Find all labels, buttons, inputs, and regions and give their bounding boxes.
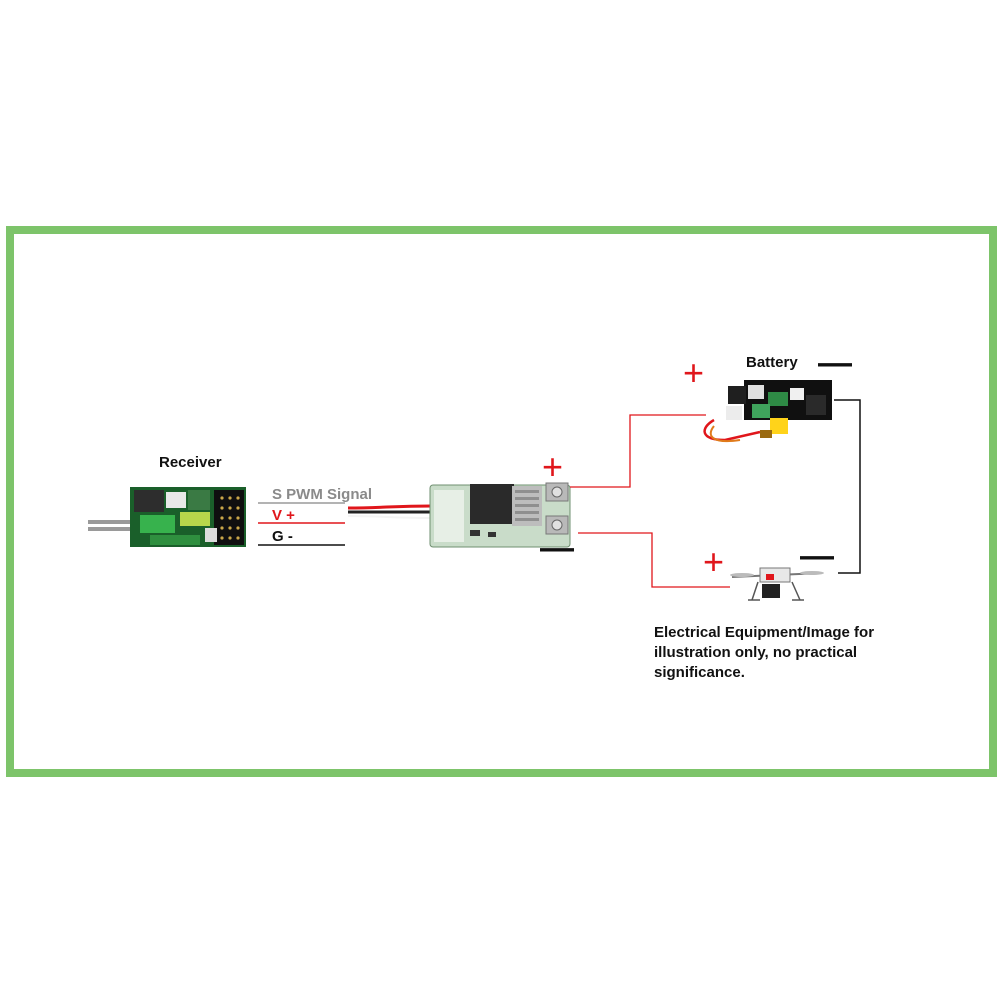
receiver-label: Receiver (159, 454, 222, 471)
signal-g-label: G - (272, 528, 293, 545)
module-minus-sign: — (540, 529, 574, 567)
drone-image (730, 567, 824, 601)
positive-wire-load (578, 532, 730, 588)
receiver-image (88, 487, 246, 547)
battery-plus-sign: + (683, 352, 705, 393)
signal-s-label: S PWM Signal (272, 486, 373, 503)
positive-wire-battery (570, 414, 706, 488)
module-plus-sign: + (542, 446, 564, 487)
green-frame (6, 226, 997, 777)
battery-label: Battery (746, 354, 798, 371)
load-minus-sign: — (800, 537, 834, 575)
disclaimer-note: Electrical Equipment/Image for illustrat… (654, 624, 875, 681)
signal-v-label: V + (272, 507, 295, 524)
battery-minus-sign: — (818, 344, 852, 382)
negative-wire (834, 399, 861, 574)
switch-module (429, 482, 571, 548)
servo-cable (347, 504, 433, 519)
battery-image (703, 380, 832, 442)
load-plus-sign: + (703, 541, 725, 582)
